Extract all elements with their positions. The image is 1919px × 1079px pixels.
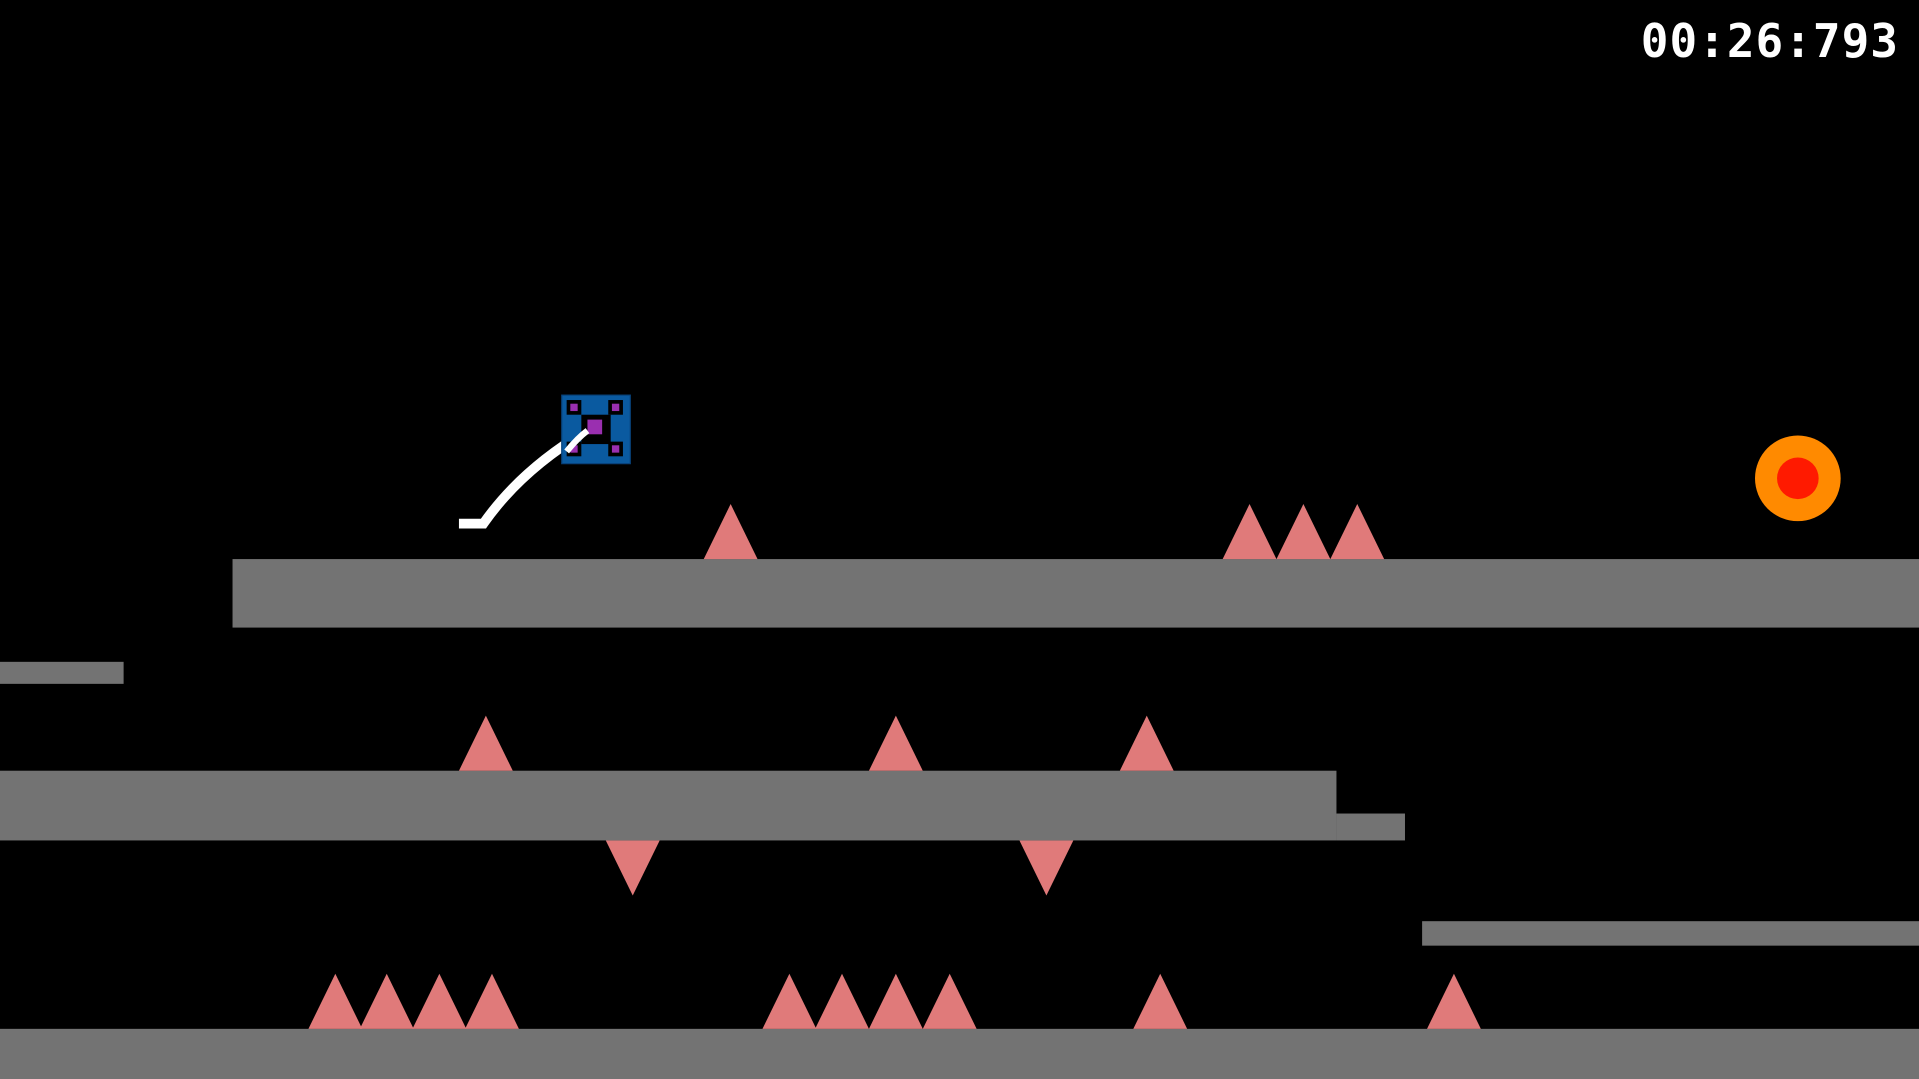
spike-up (1222, 504, 1277, 560)
spike-up (308, 973, 363, 1029)
goal-portal (1755, 435, 1841, 522)
spike-up (1427, 973, 1481, 1029)
spikes (308, 504, 1481, 1029)
spike-up (815, 973, 869, 1029)
goal-core (1777, 457, 1819, 500)
spike-up (868, 973, 923, 1029)
spike-up (465, 973, 519, 1029)
platforms (0, 559, 1919, 1079)
spike-up (703, 504, 758, 560)
spike-down (605, 840, 660, 896)
spike-up (1330, 504, 1385, 560)
platform-floor (0, 1028, 1919, 1079)
spike-up (762, 973, 817, 1029)
spike-up (1119, 715, 1174, 771)
spike-up (1133, 973, 1188, 1029)
spike-down (1019, 840, 1074, 896)
spike-up (922, 973, 977, 1029)
spike-up (412, 973, 467, 1029)
platform-middle-step (1336, 813, 1405, 841)
platform-middle (0, 770, 1337, 841)
platform-small-left (0, 661, 124, 684)
spike-up (458, 715, 513, 771)
player-cube (561, 394, 631, 465)
spike-up (1276, 504, 1331, 560)
spike-up (359, 973, 414, 1029)
platform-right-ledge (1422, 921, 1919, 946)
spike-up (868, 715, 923, 771)
timer: 00:26:793 (1640, 14, 1899, 68)
platform-top (232, 559, 1919, 628)
